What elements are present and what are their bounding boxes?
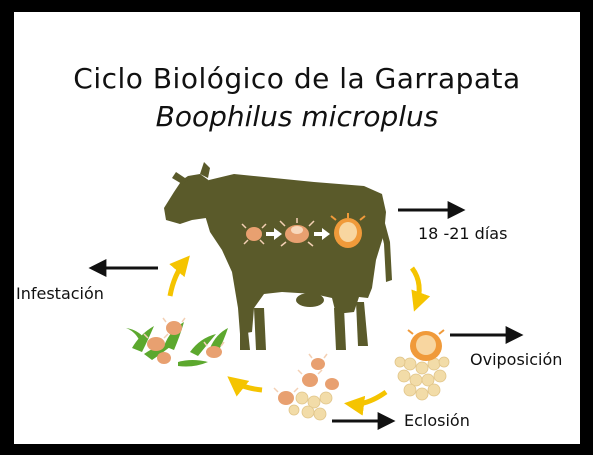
cycle-arrow-drop [412, 268, 419, 306]
diagram-panel: Ciclo Biológico de la Garrapata Boophilu… [14, 12, 580, 444]
hatching-label: Eclosión [404, 411, 470, 430]
larvae-on-grass [126, 318, 228, 367]
cycle-arrow-larvae [232, 380, 262, 390]
infestation-label: Infestación [16, 284, 104, 303]
cycle-arrow-hatch [350, 392, 386, 404]
duration-label: 18 -21 días [418, 224, 507, 243]
oviposition-label: Oviposición [470, 350, 562, 369]
hatching-larvae [274, 354, 339, 420]
cow-silhouette [164, 162, 392, 350]
egg-laying-female [395, 330, 449, 400]
cycle-arrow-climb [170, 260, 186, 296]
